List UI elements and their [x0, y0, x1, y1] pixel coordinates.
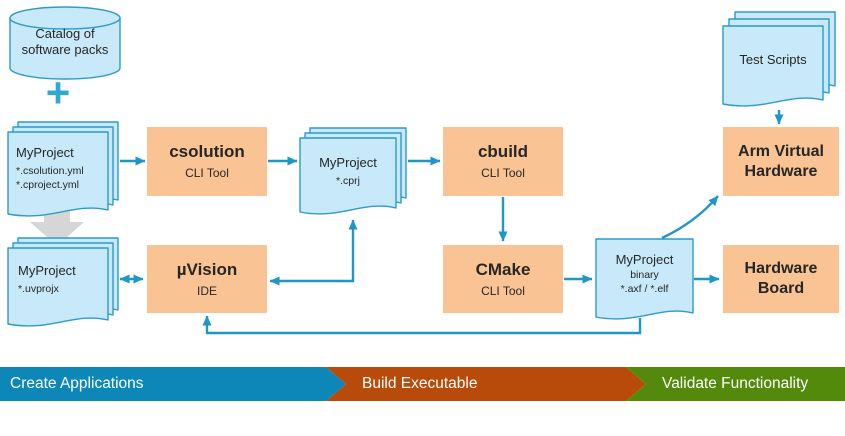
cbuild-title: cbuild [477, 142, 529, 161]
avh-box: Arm Virtual Hardware [723, 127, 839, 196]
doc-uvprojx-title: MyProject [18, 263, 76, 278]
cbuild-box: cbuild CLI Tool [443, 127, 563, 196]
banner-step-label: Create Applications [10, 375, 144, 392]
doc-binary-sub-2: *.axf / *.elf [620, 283, 669, 295]
process-banner: Create Applications Build Executable Val… [0, 367, 845, 401]
hardware-board-box: Hardware Board [723, 245, 839, 313]
doc-yml-file-1: *.csolution.yml [16, 165, 84, 177]
cmake-title: CMake [475, 259, 531, 279]
catalog-line-1: Catalog of [35, 26, 95, 41]
doc-page [7, 131, 109, 217]
doc-yml-file-2: *.cproject.yml [16, 179, 80, 191]
banner-step-build-executable: Build Executable [326, 367, 646, 401]
catalog-cylinder-body [9, 17, 121, 80]
doc-page [722, 25, 824, 107]
gray-convert-arrow [30, 200, 84, 246]
doc-binary-title: MyProject [615, 252, 674, 267]
doc-stack-uvprojx [7, 237, 119, 327]
catalog-cylinder-top [9, 6, 121, 30]
doc-stack-cprj [299, 127, 407, 215]
avh-line-2: Hardware [744, 162, 818, 180]
doc-uvprojx-label: MyProject *.uvprojx [8, 248, 108, 296]
banner-step-label: Build Executable [362, 375, 478, 392]
plus-icon: + [45, 69, 71, 116]
arrow-binary-to-avh [661, 195, 719, 240]
doc-page [7, 247, 109, 327]
csolution-subtitle: CLI Tool [185, 166, 229, 180]
uvision-box: µVision IDE [147, 245, 267, 313]
doc-cprj-label: MyProject *.cprj [300, 138, 396, 188]
doc-yml-label: MyProject *.csolution.yml *.cproject.yml [8, 132, 108, 192]
catalog-line-2: software packs [21, 42, 109, 57]
uvision-title: µVision [176, 259, 238, 279]
doc-uvprojx-file: *.uvprojx [18, 283, 59, 295]
cbuild-subtitle: CLI Tool [481, 166, 525, 180]
banner-step-label: Validate Functionality [662, 375, 809, 392]
doc-test-scripts-title: Test Scripts [739, 52, 807, 67]
doc-page [299, 137, 397, 215]
doc-yml-title: MyProject [16, 145, 74, 160]
uvision-subtitle: IDE [196, 283, 217, 298]
hardware-board-line-1: Hardware [744, 260, 818, 277]
csolution-box: csolution CLI Tool [147, 127, 267, 196]
doc-stack-test-scripts [722, 11, 836, 107]
cmake-box: CMake CLI Tool [443, 245, 563, 313]
doc-stack-yml [7, 121, 119, 217]
banner-step-create-applications: Create Applications [0, 367, 346, 401]
cmake-subtitle: CLI Tool [481, 283, 525, 298]
doc-binary-sub-1: binary [630, 269, 659, 281]
avh-line-1: Arm Virtual [738, 142, 824, 160]
doc-cprj-file: *.cprj [336, 175, 360, 187]
banner-step-validate-functionality: Validate Functionality [626, 367, 845, 401]
arrow-binary-to-uvision [202, 315, 642, 335]
doc-test-scripts-label: Test Scripts [723, 26, 823, 68]
csolution-title: csolution [169, 142, 245, 161]
arrow-uvision-cprj-bidirectional [269, 219, 358, 286]
catalog-label: Catalog of software packs [10, 26, 120, 58]
doc-binary-label: MyProject binary *.axf / *.elf [596, 239, 693, 296]
hardware-board-line-2: Board [757, 280, 805, 297]
doc-binary [595, 238, 694, 320]
doc-cprj-title: MyProject [319, 155, 377, 170]
